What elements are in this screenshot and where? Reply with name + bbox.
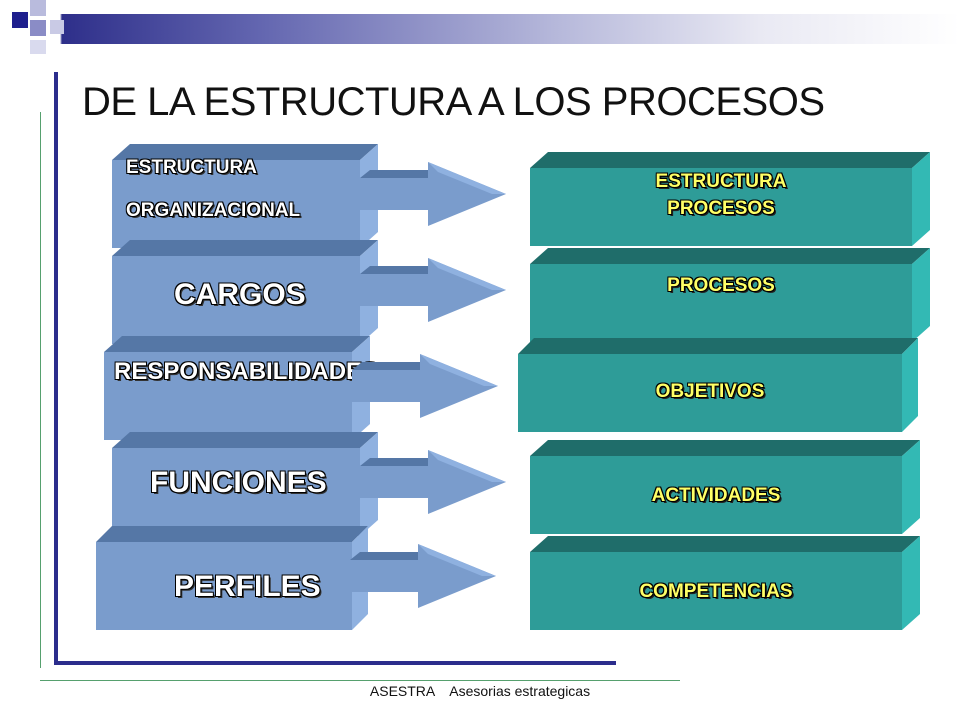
decorative-square: [12, 12, 28, 28]
block-label: OBJETIVOS: [655, 381, 765, 402]
block-label-line1: ESTRUCTURA: [655, 171, 787, 192]
block-label: CARGOS: [174, 278, 306, 311]
block-label: ACTIVIDADES: [651, 485, 781, 506]
block-label: PROCESOS: [667, 275, 775, 296]
decorative-square: [30, 0, 46, 16]
block-shape: [112, 240, 378, 344]
frame-line-thick-vertical: [54, 72, 58, 665]
block-shape: [96, 526, 368, 630]
decorative-square: [50, 20, 64, 34]
arrow-right-icon: [360, 258, 506, 322]
block-shape: [518, 338, 918, 432]
top-banner-top-mask: [0, 0, 960, 14]
frame-line-thin-vertical: [40, 112, 41, 668]
slide-title: DE LA ESTRUCTURA A LOS PROCESOS: [82, 80, 825, 124]
block-label: FUNCIONES: [150, 466, 327, 499]
block-shape: [530, 440, 920, 534]
decorative-square: [30, 20, 46, 36]
block-shape: [530, 248, 930, 342]
footer-text: ASESTRA Asesorias estrategicas: [369, 683, 591, 699]
block-shape: [530, 152, 930, 246]
block-shape: [104, 336, 370, 440]
frame-line-thick-horizontal: [54, 661, 616, 665]
block-shape: [530, 536, 920, 630]
block-label-line1: ESTRUCTURA: [126, 157, 257, 178]
arrow-right-icon: [352, 354, 498, 418]
top-banner-bottom-mask: [0, 44, 960, 52]
decorative-square: [30, 40, 46, 54]
block-label: PERFILES: [174, 570, 321, 603]
block-label: RESPONSABILIDADES: [114, 358, 379, 385]
block-label-line2: ORGANIZACIONAL: [126, 200, 301, 221]
frame-line-thin-horizontal: [40, 680, 680, 681]
arrow-right-icon: [350, 544, 496, 608]
block-label-line2: PROCESOS: [667, 198, 775, 219]
arrow-right-icon: [360, 162, 506, 226]
block-label: COMPETENCIAS: [639, 581, 793, 602]
block-shape: [112, 432, 378, 536]
arrow-right-icon: [360, 450, 506, 514]
